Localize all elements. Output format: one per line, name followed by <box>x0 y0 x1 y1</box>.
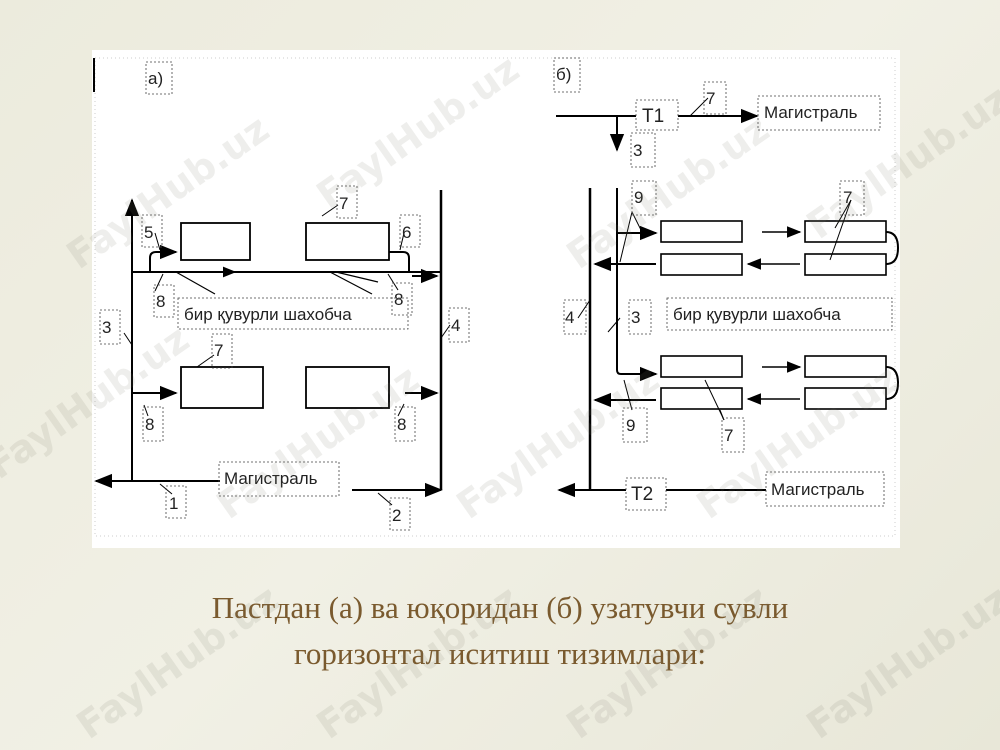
radiator-a-lower-right <box>305 366 390 409</box>
cross-a3 <box>335 271 379 283</box>
label-3-top: 3 <box>633 141 642 160</box>
label-7-top: 7 <box>706 89 715 108</box>
label-7a: 7 <box>339 194 348 213</box>
radiator-a-upper-left <box>180 222 251 261</box>
radiator-b-6 <box>804 253 887 276</box>
label-8a: 8 <box>156 292 165 311</box>
leader-8d <box>397 403 405 417</box>
leader-7b <box>196 354 215 368</box>
leader-4a <box>440 324 451 339</box>
main-label-a: Магистраль <box>224 469 318 488</box>
leader-5 <box>154 232 161 251</box>
caption-line-2: горизонтал иситиш тизимлари: <box>293 636 707 671</box>
label-4b: 4 <box>565 308 574 327</box>
radiator-b-1 <box>660 220 743 243</box>
panel-border <box>94 57 896 537</box>
label-9a: 9 <box>634 188 643 207</box>
branch-label-b: бир қувурли шахобча <box>673 305 841 324</box>
label-5: 5 <box>144 223 153 242</box>
panel-b <box>556 97 900 498</box>
panel-b-labels: б) Т1 7 Магистраль 3 9 7 4 3 бир қувурли… <box>553 57 893 511</box>
label-9b: 9 <box>626 416 635 435</box>
label-3a: 3 <box>102 318 111 337</box>
caption-line-1: Пастдан (а) ва юқоридан (б) узатувчи сув… <box>211 590 789 625</box>
leader-7a <box>689 97 709 117</box>
loop-lower <box>885 366 900 400</box>
leader-3a <box>123 332 133 346</box>
radiator-b-5 <box>804 220 887 243</box>
pipe-lower-supply <box>616 366 658 382</box>
radiator-b-4 <box>660 387 743 410</box>
leader-7a <box>321 204 339 217</box>
panel-a-labels: а) 5 7 6 8 8 бир қувурли шахобча 3 4 7 8… <box>99 61 470 531</box>
pipe-5 <box>149 244 178 272</box>
leader-9a-1 <box>619 211 633 263</box>
label-7-right: 7 <box>843 188 852 207</box>
panel-b-label: б) <box>556 65 571 84</box>
label-7b: 7 <box>214 341 223 360</box>
leader-8a <box>154 273 164 292</box>
leader-7b-2 <box>829 199 852 261</box>
radiator-b-7 <box>804 355 887 378</box>
branch-label-a: бир қувурли шахобча <box>184 305 352 324</box>
slide-caption: Пастдан (а) ва юқоридан (б) узатувчи сув… <box>0 585 1000 677</box>
label-8b: 8 <box>394 290 403 309</box>
leader-9a-2 <box>631 211 646 239</box>
cross-a2 <box>329 271 373 295</box>
label-8c: 8 <box>145 415 154 434</box>
label-3-mid: 3 <box>631 308 640 327</box>
leader-9b <box>623 379 633 411</box>
diagram-panel <box>92 50 900 548</box>
leader-6 <box>399 232 405 251</box>
leader-7c-2 <box>719 409 725 421</box>
label-4a: 4 <box>451 316 460 335</box>
radiator-a-upper-right <box>305 222 390 261</box>
panel-a-label: а) <box>148 69 163 88</box>
leader-3b <box>607 317 621 333</box>
leader-7b-1 <box>834 199 852 229</box>
radiator-b-2 <box>660 253 743 276</box>
t2-label: Т2 <box>631 484 653 505</box>
label-2: 2 <box>392 506 401 525</box>
radiator-a-lower-left <box>180 366 264 409</box>
label-6: 6 <box>402 223 411 242</box>
loop-upper <box>885 231 900 265</box>
main-top-label-b: Магистраль <box>764 103 858 122</box>
leader-8b <box>387 273 399 291</box>
label-7-bottom: 7 <box>724 426 733 445</box>
t1-label: Т1 <box>642 106 664 127</box>
panel-a <box>93 58 451 506</box>
leader-2 <box>377 492 393 506</box>
main-bottom-label-b: Магистраль <box>771 480 865 499</box>
label-8d: 8 <box>397 415 406 434</box>
cross-a1 <box>175 271 216 295</box>
leader-4b <box>577 299 591 319</box>
radiator-b-3 <box>660 355 743 378</box>
label-1: 1 <box>169 494 178 513</box>
radiator-b-8 <box>804 387 887 410</box>
pipe-6 <box>389 251 410 272</box>
